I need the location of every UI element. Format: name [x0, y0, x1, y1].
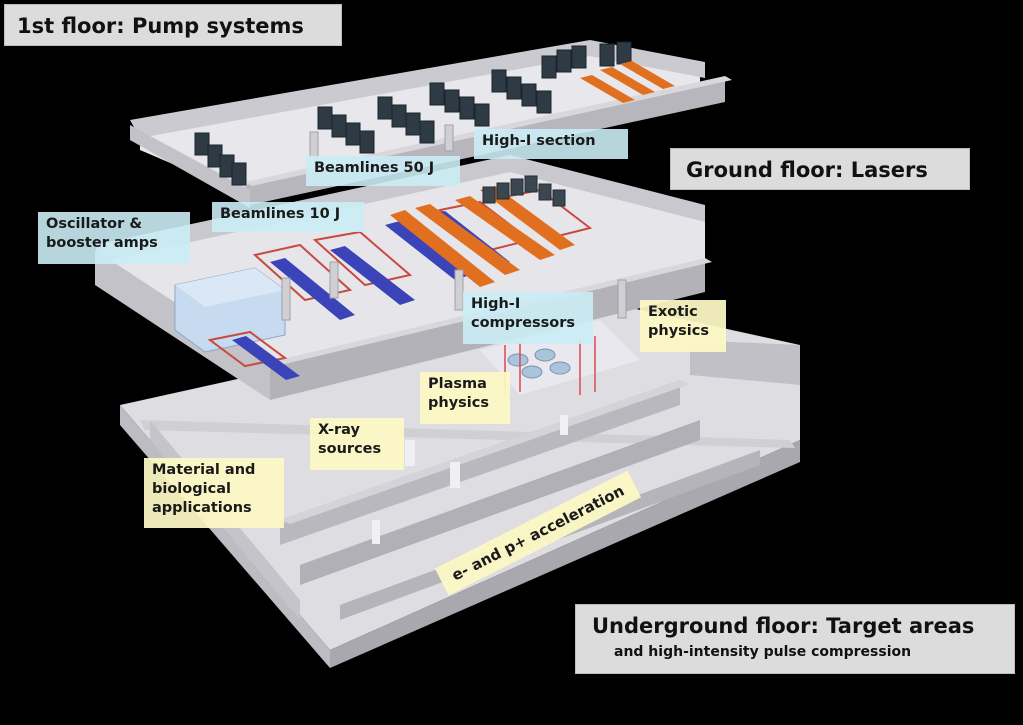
underground-doorways	[372, 415, 568, 544]
label-oscillator-line1: Oscillator &	[46, 216, 142, 232]
label-beamlines-50j: Beamlines 50 J	[306, 156, 460, 186]
label-high-i-compressors: High-I compressors	[463, 292, 593, 344]
pillars-ground	[281, 261, 627, 321]
label-oscillator-line2: booster amps	[46, 235, 158, 251]
label-beamlines-10j: Beamlines 10 J	[212, 202, 364, 232]
label-oscillator-booster: Oscillator & booster amps	[38, 212, 190, 264]
label-xray-line1: X-ray	[318, 422, 360, 438]
underground-floor-subtitle: and high-intensity pulse compression	[614, 644, 912, 660]
label-material-line1: Material and	[152, 462, 256, 478]
label-plasma-line2: physics	[428, 395, 489, 411]
label-plasma-line1: Plasma	[428, 376, 487, 392]
oscillator-room-top	[175, 268, 285, 307]
underground-inner-wall-2	[300, 420, 700, 585]
label-high-i-compressors-line2: compressors	[471, 315, 576, 331]
label-material-line3: applications	[152, 500, 252, 516]
label-xray-sources: X-ray sources	[310, 418, 404, 470]
first-floor-back-wall	[130, 40, 705, 138]
underground-floor-title: Underground floor: Target areas and high…	[575, 604, 1015, 674]
label-xray-line2: sources	[318, 441, 382, 457]
first-floor-left-wall	[130, 125, 250, 208]
first-floor-orange-modules	[580, 61, 675, 103]
label-high-i-compressors-line1: High-I	[471, 296, 521, 312]
label-exotic-physics: Exotic physics	[640, 300, 726, 352]
label-plasma-physics: Plasma physics	[420, 372, 510, 424]
underground-inner-wall-1-top	[280, 380, 690, 524]
label-exotic-line1: Exotic	[648, 304, 698, 320]
ground-floor	[95, 155, 712, 400]
ground-floor-back-wall	[95, 155, 705, 262]
label-material-biological: Material and biological applications	[144, 458, 284, 528]
ground-upper-cabinets	[482, 175, 566, 207]
underground-outer-wall-front	[330, 440, 800, 668]
pump-cabinets	[194, 41, 632, 186]
compressor-chambers	[507, 348, 571, 379]
orange-beamlines	[390, 186, 575, 287]
label-exotic-line2: physics	[648, 323, 709, 339]
label-material-line2: biological	[152, 481, 231, 497]
ground-floor-title: Ground floor: Lasers	[670, 148, 970, 190]
label-high-i-section: High-I section	[474, 129, 628, 159]
underground-front-wall-top	[140, 420, 795, 448]
first-floor-title: 1st floor: Pump systems	[4, 4, 342, 46]
underground-floor-main-title: Underground floor: Target areas	[592, 614, 975, 638]
